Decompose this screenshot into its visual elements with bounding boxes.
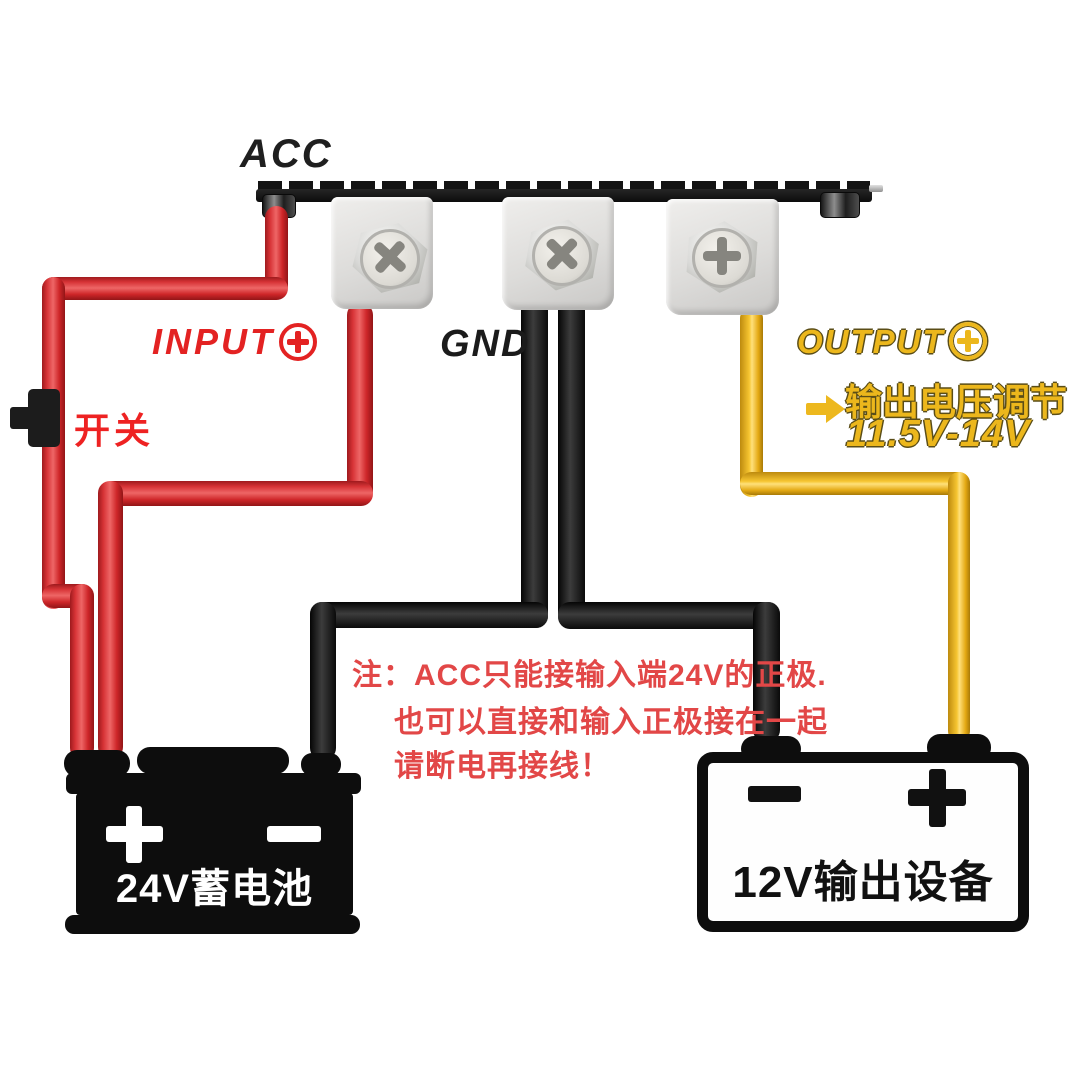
acc-label: ACC [240,132,333,176]
voltage-range-label: 11.5V-14V [846,413,1031,455]
voltage-adjust-label: 输出电压调节 [845,382,1067,423]
acc-wire-segment [70,584,94,760]
acc-wire-segment [42,277,288,300]
input-wire-segment [98,481,123,759]
plus-symbol [126,806,142,863]
minus-symbol: − [748,786,801,802]
note-line-2: 也可以直接和输入正极接在一起 [394,706,828,739]
gnd-wire-left-segment [521,298,548,628]
right-end-screw [820,192,860,218]
output-wire-segment [740,472,970,495]
output-label-text: OUTPUT [797,323,945,360]
battery-label: 24V蓄电池 [115,867,314,911]
switch-label: 开关 [74,410,155,451]
output-device-box [697,752,1029,932]
power-switch-lever [10,407,32,429]
plus-symbol [929,769,946,827]
input-label: INPUT [152,321,317,363]
gnd-wire-left-segment [310,602,336,760]
heatsink-fins [258,181,870,190]
plus-circle-icon [279,323,317,361]
acc-wire-segment [265,206,288,298]
arrow-right-icon [806,403,828,415]
gnd-label: GND [440,323,531,365]
battery-positive-terminal [64,750,130,777]
input-label-text: INPUT [152,321,275,362]
battery-negative-terminal [301,753,341,776]
power-switch [28,389,60,447]
note-line-1: 注：ACC只能接输入端24V的正极. [352,659,827,692]
phillips-cross-icon [692,226,752,286]
battery-base [65,915,360,934]
input-wire-segment [100,481,373,506]
battery-lid [66,773,361,794]
minus-symbol: − [267,826,321,842]
output-device-label: 12V输出设备 [732,858,994,907]
gnd-wire-left-segment [310,602,548,628]
plus-circle-icon [948,322,987,360]
output-wire-segment [740,307,763,497]
gnd-wire-right-segment [558,298,585,628]
output-label: OUTPUT [797,322,987,361]
battery-body [76,793,353,915]
bar-end-tip [869,185,883,192]
gnd-wire-right-segment [753,602,780,742]
battery-handle [137,747,289,774]
note-line-3: 请断电再接线！ [394,750,611,783]
input-wire-segment [347,303,373,503]
arrow-right-icon [826,395,845,423]
output-wire-segment [948,472,970,742]
gnd-wire-right-segment [558,602,780,629]
